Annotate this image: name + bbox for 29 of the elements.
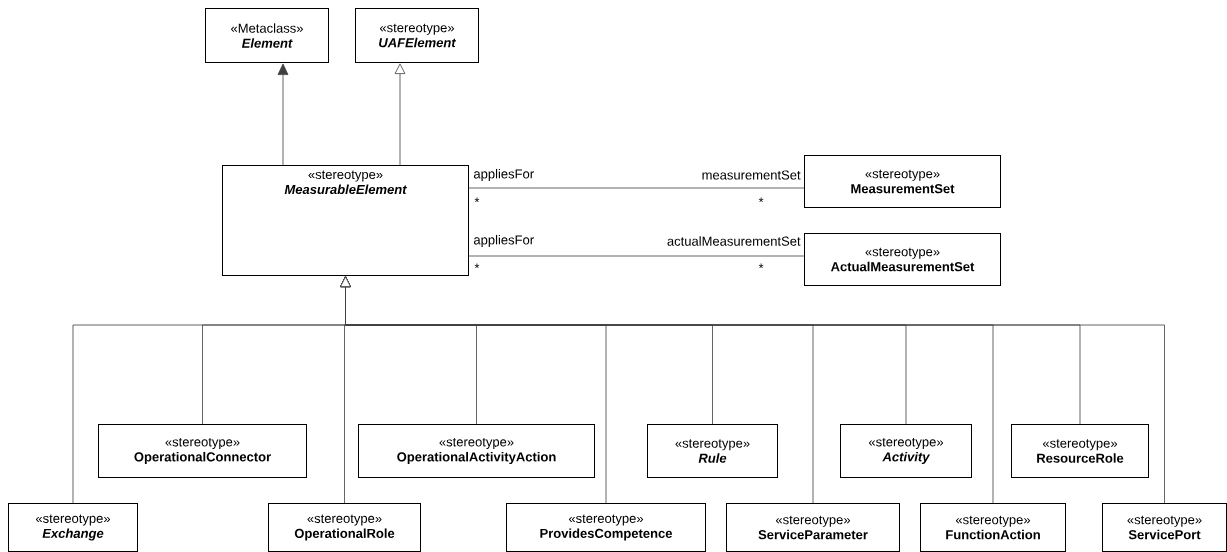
class-box: «stereotype» MeasurableElement — [222, 165, 469, 276]
class-box: «stereotype» ActualMeasurementSet — [804, 233, 1001, 286]
class-box: «stereotype» OperationalRole — [268, 503, 421, 552]
role-label: * — [758, 197, 764, 203]
class-box: «stereotype» FunctionAction — [920, 503, 1066, 552]
class-box: «stereotype» OperationalConnector — [98, 424, 307, 478]
role-label: * — [474, 197, 480, 203]
class-box: «stereotype» Rule — [647, 424, 778, 478]
class-box: «stereotype» UAFElement — [355, 8, 479, 63]
class-box: «stereotype» OperationalActivityAction — [358, 424, 595, 478]
generalization-arrow — [277, 63, 289, 166]
generalization-arrow — [394, 63, 406, 166]
role-label: appliesFor — [473, 234, 534, 248]
role-label: * — [474, 263, 480, 269]
class-box: «stereotype» ResourceRole — [1011, 424, 1149, 478]
role-label: appliesFor — [473, 168, 534, 182]
role-label: * — [758, 263, 764, 269]
class-box: «stereotype» Activity — [840, 424, 972, 478]
generalization-arrow — [340, 276, 1165, 504]
association-line — [468, 255, 805, 257]
role-label: measurementSet — [702, 170, 801, 180]
class-box: «Metaclass» Element — [205, 8, 329, 63]
class-box: «stereotype» ProvidesCompetence — [506, 503, 706, 552]
role-label: actualMeasurementSet — [667, 236, 801, 246]
class-box: «stereotype» ServiceParameter — [726, 503, 900, 552]
class-box: «stereotype» ServicePort — [1102, 503, 1227, 552]
class-box: «stereotype» MeasurementSet — [804, 155, 1001, 208]
class-box: «stereotype» Exchange — [8, 503, 138, 552]
association-line — [468, 187, 805, 189]
